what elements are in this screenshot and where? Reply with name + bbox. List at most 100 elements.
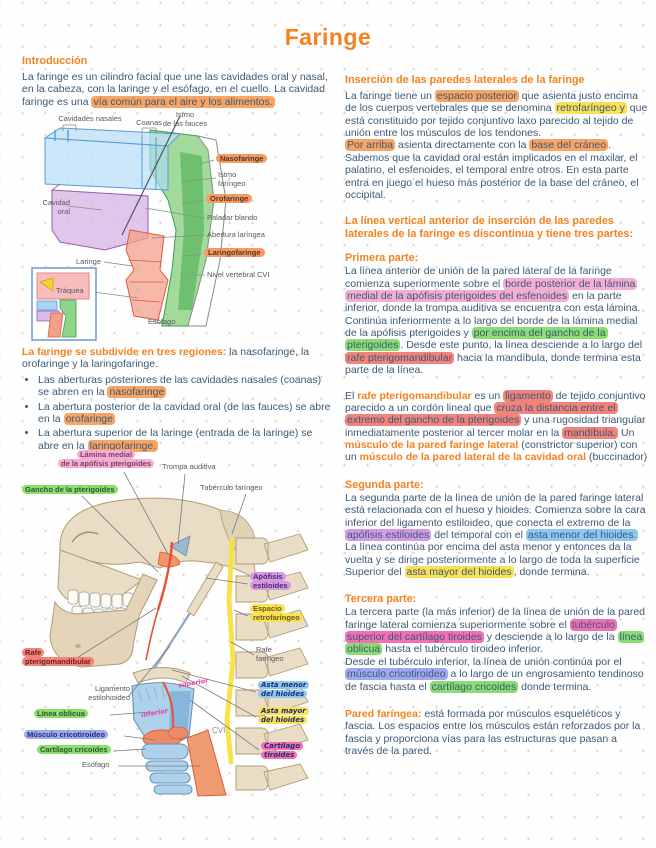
section-insercion-heading: Inserción de las paredes laterales de la… — [345, 74, 648, 87]
segunda-parte-heading: Segunda parte: — [345, 479, 648, 492]
skull-lateral-illustration — [49, 471, 309, 797]
pharynx-regions-illustration — [31, 115, 227, 341]
tercera-parte-heading: Tercera parte: — [345, 593, 648, 606]
label-asta-mayor-hioides: Asta mayor del hioides — [258, 707, 322, 725]
label-rafe-pterigomandibular: Rafe pterigomandibular — [22, 648, 114, 667]
label-gancho-pterigoides: Gancho de la pterigoides — [22, 485, 118, 495]
text-segment: (constrictor superior) con un — [345, 439, 638, 464]
text-segment: cartílago cricoides — [429, 680, 519, 693]
text-segment: Pared faríngea: — [345, 707, 422, 720]
text-segment: Inserción de las paredes laterales de la… — [345, 74, 585, 86]
intro-paragraph: La faringe es un cilindro facial que une… — [22, 71, 328, 108]
label-cavidades-nasales: Cavidades nasales — [58, 114, 122, 123]
primera-parte-paragraph: La línea anterior de unión de la pared l… — [345, 265, 648, 376]
label-abertura-laringea: Abertura laríngea — [207, 230, 265, 239]
text-segment: orofaringe — [63, 412, 115, 425]
text-segment: Tercera parte: — [345, 593, 417, 606]
text-segment: . Sabemos que la cavidad oral están impl… — [345, 139, 639, 201]
label-asta-menor-hioides: Asta menor del hioides — [258, 681, 322, 699]
text-segment: y una rugosidad triangular inmediatament… — [345, 414, 646, 439]
text-segment: vía común para el aire y los alimentos. — [91, 95, 275, 108]
text-segment: mandíbula. — [562, 426, 619, 439]
text-segment: La línea continúa por encima del asta me… — [345, 541, 640, 579]
text-segment: Un — [618, 426, 635, 439]
label-esofago: Esófago — [148, 317, 176, 326]
bullet-laringofaringe: La abertura superior de la laringe (entr… — [38, 427, 332, 452]
label-cartilago-cricoides: Cartílago cricoides — [37, 745, 111, 755]
label-lamina-medial: Lámina medial de la apófisis pterigoides — [48, 450, 164, 469]
subdivision-bullet-list: Las aberturas posteriores de las cavidad… — [38, 374, 332, 452]
text-segment: asienta directamente con la — [395, 139, 530, 152]
text-segment: del temporal con el — [431, 528, 526, 541]
section-insercion-paragraph: La faringe tiene un espacio posterior qu… — [345, 89, 648, 201]
text-segment: es un — [471, 389, 504, 402]
text-segment: espacio posterior — [434, 89, 519, 102]
text-segment: de tejido conjuntivo parecido a un cordó… — [345, 389, 646, 414]
right-column: Inserción de las paredes laterales de la… — [345, 61, 648, 757]
label-rafe-faringeo: Rafe faríngeo — [256, 645, 284, 663]
label-coanas: Coanas — [136, 118, 162, 127]
text-segment: La abertura posterior de la cavidad oral… — [38, 400, 331, 425]
text-segment: que está constituido por tejido conjunti… — [345, 102, 648, 140]
label-inferior-handwritten: inferior — [140, 706, 169, 720]
text-segment: Por arriba — [345, 139, 396, 152]
label-superior-handwritten: superior — [177, 676, 209, 690]
segunda-parte-paragraph: La segunda parte de la línea de unión de… — [345, 492, 648, 579]
text-segment: y desciende a lo largo de la — [483, 631, 618, 644]
text-segment: rafe pterigomandibular — [345, 351, 455, 364]
text-segment: base del cráneo — [529, 139, 609, 152]
label-cartilago-tiroides: Cartílago tiroides — [261, 742, 319, 760]
text-segment: Primera parte: — [345, 252, 419, 265]
text-segment: La abertura superior de la laringe (entr… — [38, 427, 313, 452]
skull-lateral-diagram: Lámina medial de la apófisis pterigoides… — [20, 450, 330, 798]
subdivision-section: La faringe se subdivide en tres regiones… — [22, 346, 332, 454]
text-segment: La faringe tiene un — [345, 89, 435, 102]
text-segment: Segunda parte: — [345, 478, 424, 491]
text-segment: nasofaringe — [107, 386, 167, 399]
intro-section: Introducción La faringe es un cilindro f… — [22, 55, 328, 108]
label-nasofaringe: Nasofaringe — [216, 154, 268, 164]
text-segment: La segunda parte de la línea de unión de… — [345, 491, 646, 529]
text-segment: . Desde este punto, la línea desciende a… — [400, 339, 643, 352]
text-segment: laringofaringe. — [87, 439, 159, 452]
text-segment: la nasofaringe, la orofaringe y la larin… — [22, 346, 310, 371]
label-cvi: CVI — [212, 726, 226, 735]
text-segment: ligamento — [503, 389, 553, 402]
text-segment: asta menor del hioides. — [525, 528, 639, 541]
rafe-paragraph: El rafe pterigomandibular es un ligament… — [345, 389, 648, 464]
text-segment: retrofaríngeo y — [554, 102, 627, 115]
text-segment: La línea anterior de unión de la pared l… — [345, 265, 612, 290]
pared-faringea-paragraph: Pared faríngea: está formada por músculo… — [345, 708, 648, 758]
tercera-parte-paragraph: La tercera parte (la más inferior) de la… — [345, 606, 648, 693]
text-segment: músculo de la pared lateral de la cavida… — [359, 451, 587, 464]
label-istmo-fauces: Istmo de las fauces — [162, 110, 208, 128]
text-segment: que asienta justo encima de los cuerpos … — [345, 89, 638, 115]
primera-parte-heading: Primera parte: — [345, 252, 648, 265]
text-segment: hacia la mandíbula, donde termina esta p… — [345, 351, 641, 377]
label-esofago: Esófago — [82, 760, 110, 769]
text-segment: en la parte inferior, donde la trompa au… — [345, 289, 641, 340]
label-paladar-blando: Paladar blando — [207, 213, 258, 222]
label-laringofaringe: Laringofaringe — [204, 248, 265, 258]
text-segment: La faringe se subdivide en tres regiones… — [22, 346, 227, 358]
label-linea-oblicua: Línea oblicua — [34, 709, 88, 719]
text-segment: La faringe es un cilindro facial que une… — [22, 70, 328, 108]
label-ligamento-estilohioideo: Ligamento estilohioideo — [88, 684, 130, 702]
label-traquea: Tráquea — [56, 286, 84, 295]
text-segment: (buccinador) — [586, 451, 648, 464]
text-segment: asta mayor del hioides — [404, 566, 514, 579]
text-segment: rafe pterigomandibular — [357, 389, 472, 402]
text-segment: músculo de la pared faringe lateral — [345, 439, 519, 452]
label-apofisis-estiloides: Apófisis estiloides — [250, 572, 320, 591]
label-orofaringe: Orofaringe — [206, 194, 253, 204]
text-segment: La línea vertical anterior de inserción … — [345, 215, 634, 241]
label-espacio-retrofaringeo: Espacio retrofaríngeo — [250, 604, 328, 623]
label-tuberculo-faringeo: Tubérculo faríngeo — [200, 483, 263, 492]
text-segment: hasta el tubérculo tiroideo inferior. De… — [345, 643, 622, 668]
text-segment: Las aberturas posteriores de las cavidad… — [38, 373, 322, 399]
subdivision-lead: La faringe se subdivide en tres regiones… — [22, 346, 332, 371]
text-segment: apófisis estiloides — [345, 528, 432, 541]
bullet-orofaringe: La abertura posterior de la cavidad oral… — [38, 401, 332, 426]
